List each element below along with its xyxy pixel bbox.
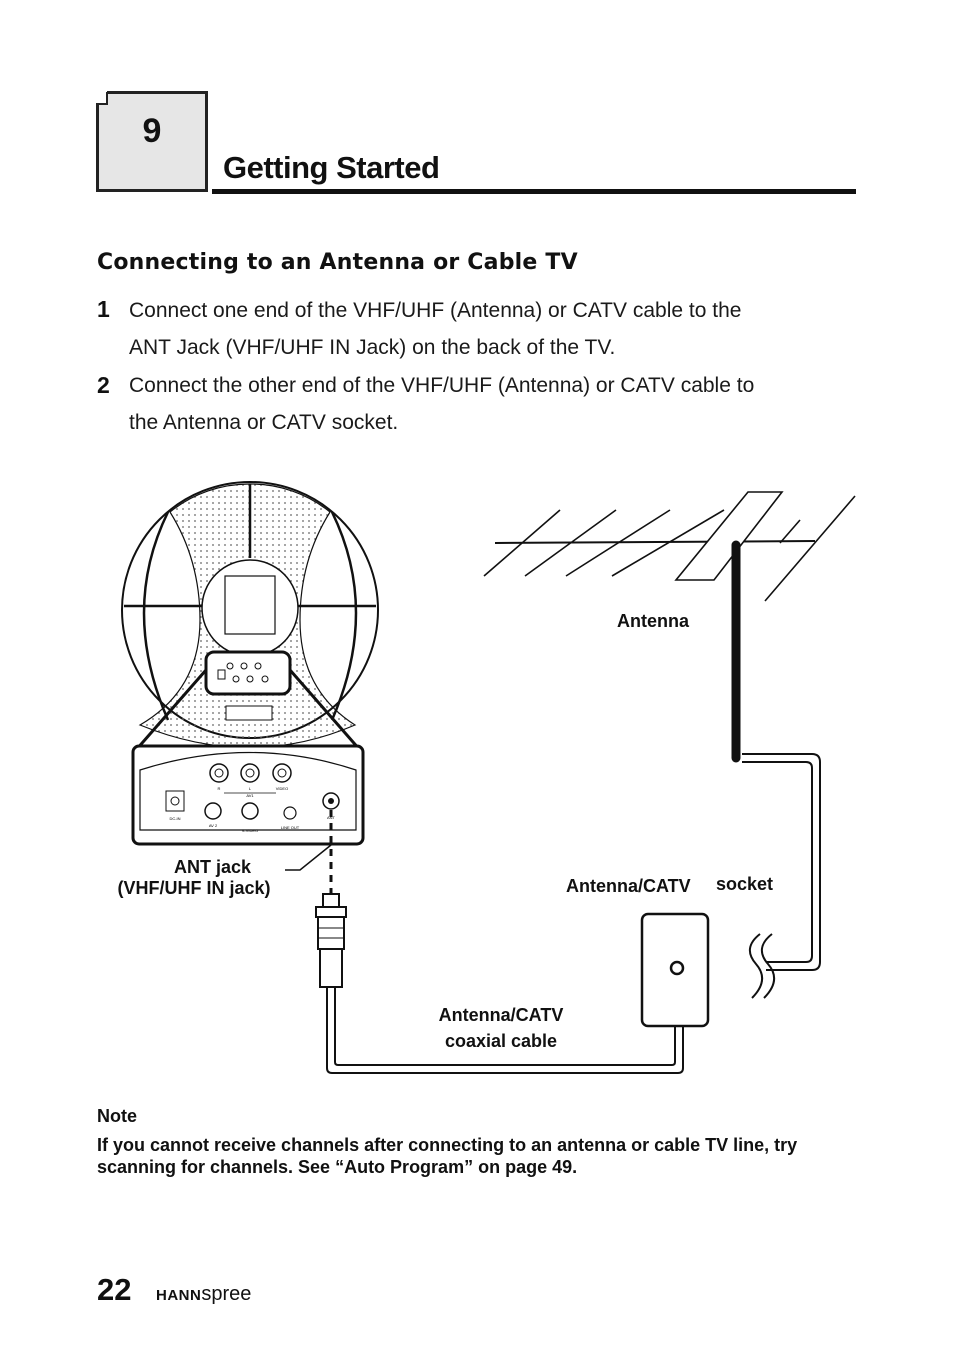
step-1-number: 1 [97, 296, 110, 322]
note-title: Note [97, 1106, 137, 1126]
panel-label-av1: AV1 [246, 793, 254, 798]
ant-jack-label-line-2: (VHF/UHF IN jack) [117, 878, 271, 898]
panel-label-line-out: LINE OUT [281, 825, 300, 830]
antenna-cable-outer [742, 753, 821, 971]
panel-label-video: VIDEO [276, 786, 288, 791]
brand-logo: HANNspree [156, 1283, 251, 1306]
step-1-text: Connect one end of the VHF/UHF (Antenna)… [129, 292, 859, 366]
step-2-number: 2 [97, 372, 110, 398]
ant-jack-leader [285, 844, 332, 871]
wall-break-mark-1 [749, 933, 763, 999]
ant-jack-label: ANT jack (VHF/UHF IN jack) [104, 857, 284, 899]
back-panel-closeup: R L AV1 VIDEO DC-IN AV 2 S-VIDEO LINE OU… [131, 744, 365, 846]
coaxial-cable-label: Antenna/CATV coaxial cable [420, 1002, 582, 1054]
antenna-label: Antenna [617, 611, 689, 631]
section-heading: Connecting to an Antenna or Cable TV [97, 250, 578, 275]
panel-label-r: R [218, 786, 221, 791]
panel-label-av2: AV 2 [209, 823, 218, 828]
panel-label-dc-in: DC-IN [169, 816, 180, 821]
wall-break-mark-2 [761, 933, 775, 999]
step-1-line-2: ANT Jack (VHF/UHF IN Jack) on the back o… [129, 336, 616, 359]
panel-label-s-video: S-VIDEO [242, 828, 258, 833]
step-2-text: Connect the other end of the VHF/UHF (An… [129, 367, 859, 441]
antenna-cable-inner [742, 761, 813, 963]
connection-diagram: R L AV1 VIDEO DC-IN AV 2 S-VIDEO LINE OU… [121, 481, 856, 1074]
note-text: If you cannot receive channels after con… [97, 1135, 798, 1177]
panel-label-l: L [249, 786, 252, 791]
tv-illustration [121, 481, 379, 751]
coaxial-cable-label-line-2: coaxial cable [444, 1031, 558, 1051]
f-connector [315, 893, 347, 988]
coaxial-cable-inner [334, 968, 676, 1066]
wall-socket [640, 912, 710, 1028]
socket-label-part-2: socket [716, 874, 774, 894]
page-number: 22 [97, 1272, 132, 1307]
ant-jack-label-line-1: ANT jack [174, 857, 252, 877]
coaxial-cable-outer [326, 968, 684, 1074]
coaxial-cable-label-line-1: Antenna/CATV [438, 1005, 564, 1025]
panel-label-ant: ANT [327, 815, 336, 820]
chapter-title: Getting Started [223, 150, 440, 185]
brand-bold: HANN [156, 1287, 202, 1304]
step-2-line-2: the Antenna or CATV socket. [129, 411, 399, 434]
brand-regular: spree [201, 1283, 252, 1305]
step-1-line-1: Connect one end of the VHF/UHF (Antenna)… [129, 299, 742, 322]
chapter-number: 9 [142, 112, 162, 150]
socket-label-part-1: Antenna/CATV [566, 876, 691, 896]
title-rule [212, 189, 856, 194]
step-2-line-1: Connect the other end of the VHF/UHF (An… [129, 374, 755, 397]
antenna-illustration [483, 491, 856, 763]
